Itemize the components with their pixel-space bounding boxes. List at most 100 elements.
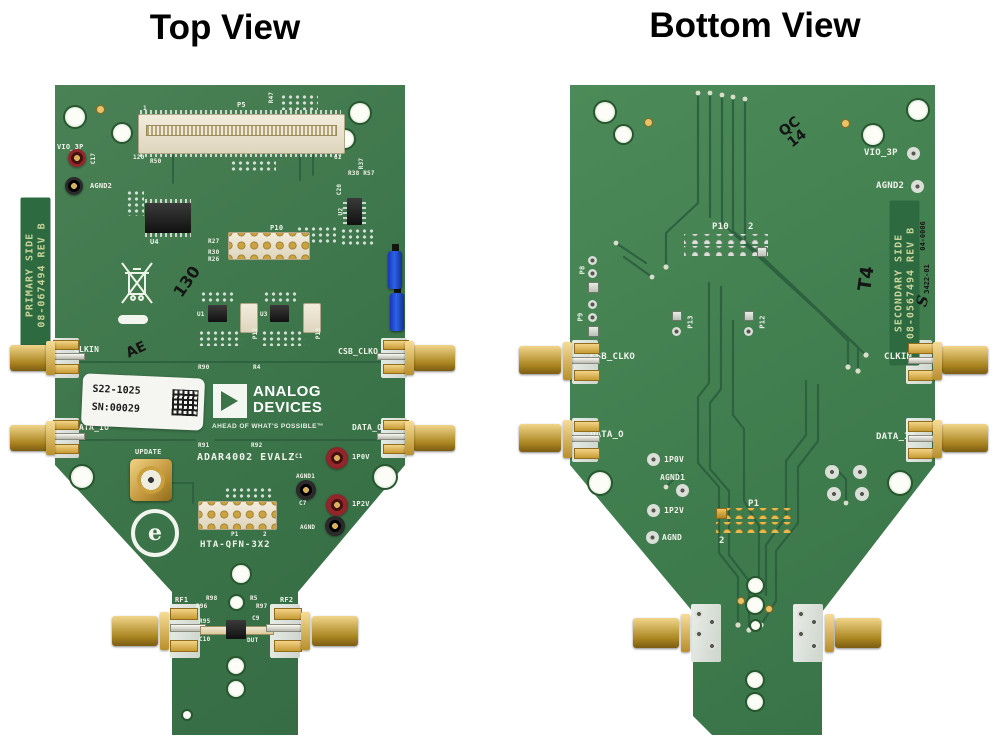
sma-center-pin bbox=[266, 624, 302, 632]
p10-header bbox=[228, 232, 310, 260]
clkin-sma-connector bbox=[10, 345, 48, 371]
u4-pins bbox=[145, 233, 191, 237]
p1-label: P1 bbox=[748, 499, 760, 509]
p1-pin2-label: 2 bbox=[263, 531, 267, 538]
fab-number: 3422-01 bbox=[922, 264, 931, 294]
sma-nut bbox=[825, 614, 834, 652]
tab-hole bbox=[751, 621, 760, 630]
china-rohs-emark-icon: e bbox=[131, 509, 179, 557]
p1-pad-row bbox=[716, 508, 794, 519]
bottom-pad bbox=[853, 465, 867, 479]
r98-label: R98 bbox=[206, 595, 218, 602]
c7-label: C7 bbox=[299, 500, 307, 507]
bottom-pad bbox=[855, 487, 869, 501]
c9-label: C9 bbox=[252, 615, 260, 622]
component-cluster bbox=[200, 291, 234, 302]
agnd1-label: AGND1 bbox=[660, 473, 686, 482]
sma-screw bbox=[797, 610, 805, 618]
mounting-hole bbox=[113, 124, 131, 142]
sma-leg bbox=[908, 448, 934, 459]
sma-nut bbox=[681, 614, 690, 652]
agnd2-pad bbox=[911, 180, 924, 193]
clkin-sma-nut bbox=[46, 341, 55, 375]
p12-header bbox=[240, 303, 258, 333]
tab-hole bbox=[183, 711, 191, 719]
r92-label: R92 bbox=[251, 442, 263, 449]
fiducial bbox=[842, 120, 849, 127]
p1-label: P1 bbox=[231, 531, 239, 538]
sma-leg bbox=[908, 370, 934, 381]
p5-pin1-label: 1 bbox=[143, 105, 147, 112]
component-cluster bbox=[263, 291, 297, 302]
sma-center-pin bbox=[53, 433, 85, 440]
adi-logo-text: ANALOG bbox=[253, 383, 321, 400]
rf2-sma-connector bbox=[312, 616, 358, 646]
p9-jumper bbox=[390, 293, 404, 331]
u3-ic bbox=[270, 305, 289, 322]
r38-r57-label: R38 R57 bbox=[348, 170, 375, 177]
mounting-hole bbox=[350, 103, 370, 123]
data-o-sma-nut bbox=[563, 420, 572, 458]
sma-screw bbox=[708, 642, 716, 650]
rf1-sma-nut bbox=[160, 612, 169, 650]
board-slot bbox=[118, 315, 148, 324]
agnd2-label: AGND2 bbox=[876, 181, 905, 191]
p9-pad bbox=[588, 313, 597, 322]
mounting-hole bbox=[863, 125, 883, 145]
csb-clko-sma-nut bbox=[563, 342, 572, 380]
sma-leg bbox=[53, 364, 79, 374]
data-io-sma-nut bbox=[933, 420, 942, 458]
agnd-label: AGND bbox=[300, 524, 316, 531]
csb-clko-sma-connector bbox=[413, 345, 455, 371]
sma-screw bbox=[708, 618, 716, 626]
clkin-sma-connector bbox=[942, 346, 988, 374]
p8-jumper bbox=[388, 251, 402, 289]
c1-label: C1 bbox=[295, 453, 303, 460]
r50-label: R50 bbox=[150, 158, 162, 165]
data-o-sma-nut bbox=[405, 421, 414, 455]
serial-sticker: S22-1025 SN:00029 bbox=[80, 373, 206, 431]
update-sma-connector bbox=[130, 459, 172, 501]
clkin-label: CLKIN bbox=[884, 352, 913, 362]
u2-ic bbox=[347, 198, 362, 225]
component-cluster bbox=[230, 160, 276, 172]
p5-pin-row bbox=[140, 110, 341, 115]
agnd1-label: AGND1 bbox=[296, 473, 316, 480]
csb-clko-sma-nut bbox=[405, 341, 414, 375]
p5-pin61-label: 61 bbox=[334, 154, 342, 161]
sticker-serial: SN:00029 bbox=[91, 401, 141, 415]
p1-pad-row bbox=[716, 522, 794, 533]
p13-pad bbox=[672, 311, 682, 321]
sticker-model: S22-1025 bbox=[92, 383, 141, 397]
mounting-hole bbox=[71, 466, 93, 488]
secondary-side-marking: SECONDARY SIDE 08-0567494 REV B bbox=[889, 200, 920, 366]
adi-tagline: AHEAD OF WHAT'S POSSIBLE™ bbox=[212, 423, 324, 430]
jumper-pin bbox=[392, 244, 399, 253]
agnd1-testpoint bbox=[296, 480, 316, 500]
p13-pad bbox=[672, 327, 681, 336]
bottom-pad bbox=[825, 465, 839, 479]
p10-pad-row bbox=[684, 234, 768, 244]
u4-pins bbox=[145, 199, 191, 203]
jumper-pin bbox=[394, 286, 401, 295]
bottom-pad bbox=[827, 487, 841, 501]
secondary-side-text: SECONDARY SIDE bbox=[893, 233, 904, 333]
data-io-sma-connector bbox=[10, 425, 48, 451]
clkin-label: CLKIN bbox=[74, 345, 100, 354]
weee-bin-icon bbox=[121, 262, 153, 304]
p1-header bbox=[198, 501, 277, 530]
p5-pin120-label: 120 bbox=[133, 154, 145, 161]
mounting-hole bbox=[65, 107, 85, 127]
p8-pad bbox=[588, 269, 597, 278]
p8-pad bbox=[588, 256, 597, 265]
u4-ic bbox=[145, 203, 191, 233]
data-io-sma-nut bbox=[46, 421, 55, 455]
r97-label: R97 bbox=[256, 603, 268, 610]
p9-pad bbox=[588, 300, 597, 309]
mounting-hole bbox=[595, 102, 615, 122]
csb-clko-label: CSB_CLKO bbox=[590, 352, 635, 362]
vio3p-pad bbox=[907, 147, 920, 160]
sma-leg bbox=[574, 421, 600, 432]
rf2-sma-nut bbox=[301, 612, 310, 650]
